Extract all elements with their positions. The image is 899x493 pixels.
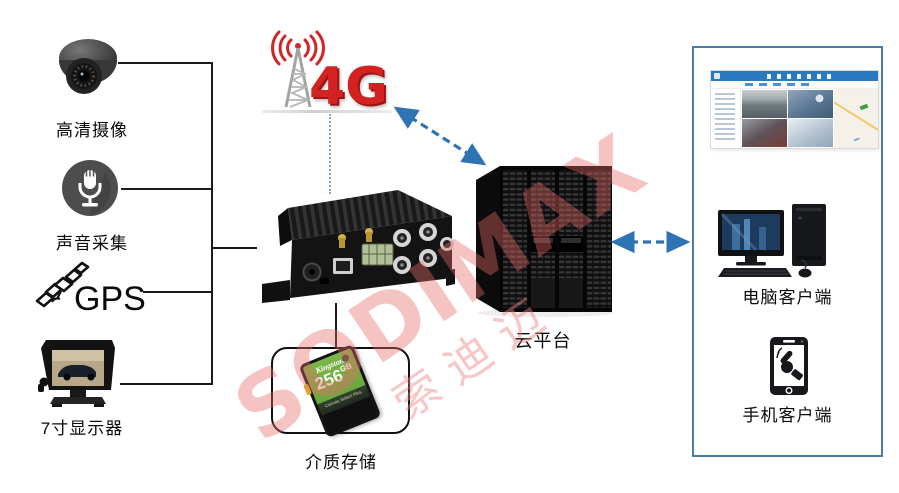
gps-satellite-icon: [33, 256, 91, 314]
mobile-client-label: 手机客户端: [742, 406, 833, 425]
microphone-icon: [61, 159, 119, 217]
cms-screenshot: [711, 71, 878, 148]
camera-label: 高清摄像: [56, 121, 128, 140]
storage-label: 介质存储: [305, 453, 377, 472]
server-rack-image: [474, 162, 616, 318]
arrow-4g-cloud: [393, 106, 487, 166]
bus-line: [211, 62, 213, 385]
line-display-bus: [120, 383, 213, 385]
video-feed-2: [788, 90, 833, 118]
cms-video-grid: [741, 89, 834, 148]
cms-toolbar: [711, 81, 878, 89]
line-mdvr-storage: [335, 303, 337, 347]
4g-tower-icon: [262, 30, 334, 112]
cms-device-tree: [711, 89, 741, 148]
vehicle-monitor-image: [36, 338, 120, 414]
video-feed-1: [742, 90, 787, 118]
pc-image: [712, 198, 834, 280]
mdvr-image: [250, 186, 455, 311]
line-bus-mdvr: [213, 247, 257, 249]
cms-map-panel: [834, 89, 878, 148]
cms-header: [711, 71, 878, 81]
line-4g-mdvr-dotted: [329, 114, 331, 194]
video-feed-3: [742, 119, 787, 147]
cms-menu-icons: [767, 73, 831, 79]
phone-icon: [766, 336, 812, 396]
tower-ground-shadow: [262, 110, 392, 113]
dome-camera-image: [55, 36, 121, 106]
line-audio-bus: [121, 188, 213, 190]
display-label: 7寸显示器: [40, 419, 124, 438]
audio-label: 声音采集: [56, 234, 128, 253]
cms-tabs: [745, 83, 815, 86]
line-gps-bus: [143, 291, 213, 293]
pc-client-label: 电脑客户端: [742, 288, 833, 307]
cms-logo-icon: [714, 73, 720, 79]
video-feed-4: [788, 119, 833, 147]
line-camera-bus: [118, 62, 213, 64]
4g-label: 4G: [309, 57, 388, 117]
cloud-label: 云平台: [514, 331, 572, 351]
gps-label: GPS: [74, 280, 146, 318]
